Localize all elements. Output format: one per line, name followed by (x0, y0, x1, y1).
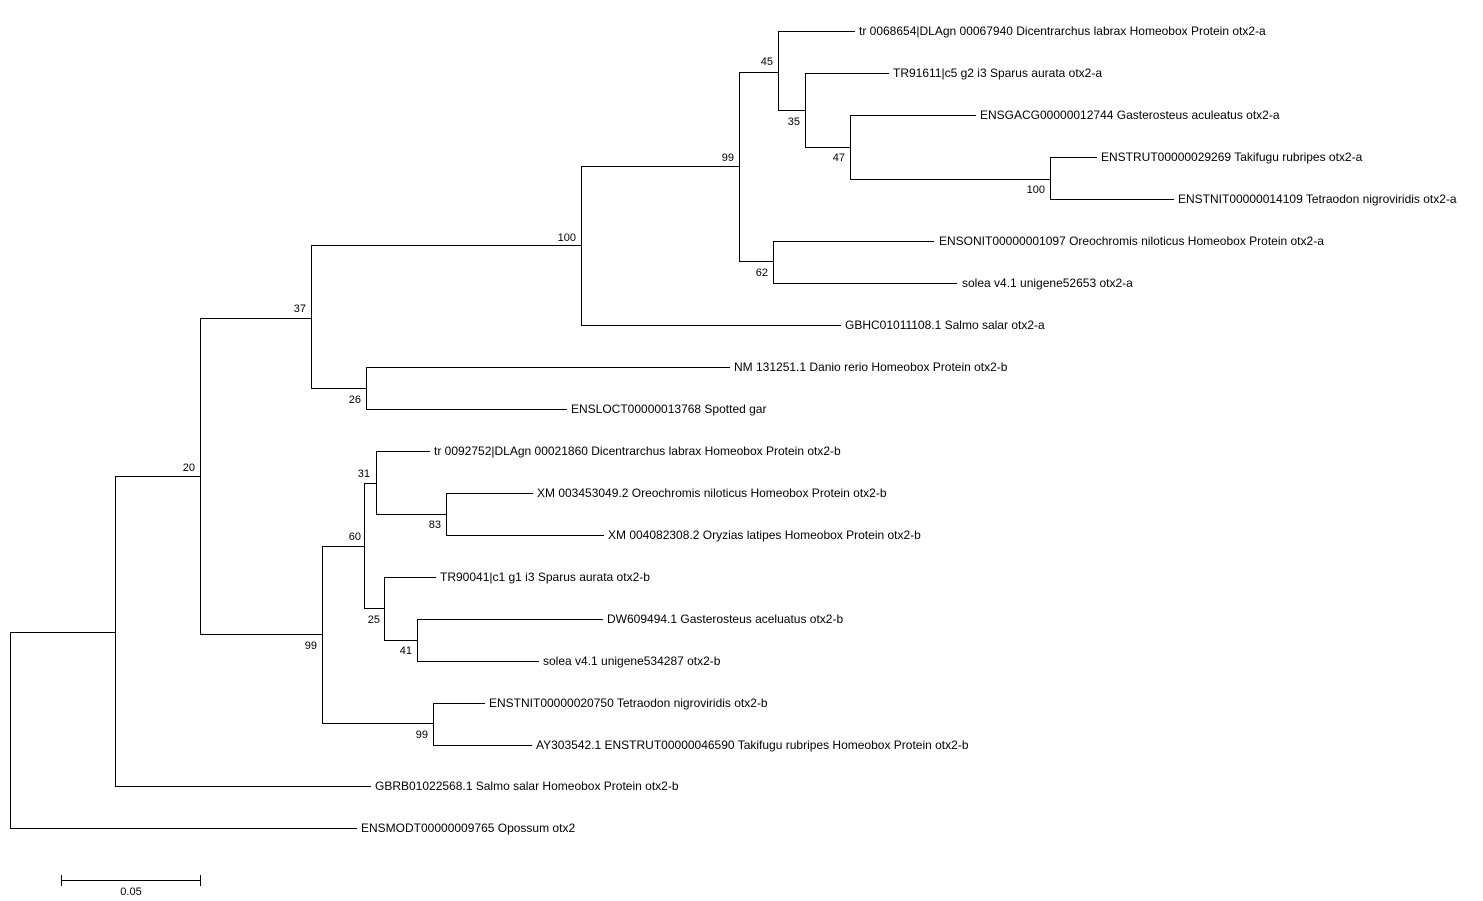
leaf-label-oreochromis-otx2a: ENSONIT00000001097 Oreochromis niloticus… (939, 234, 1324, 248)
support-value-45: 45 (761, 56, 773, 68)
leaf-label-sparus-otx2b: TR90041|c1 g1 i3 Sparus aurata otx2-b (440, 570, 650, 584)
scale-bar-label: 0.05 (120, 886, 141, 898)
support-value-35: 35 (788, 116, 800, 128)
support-value-31: 31 (358, 468, 370, 480)
support-value-37: 37 (294, 303, 306, 315)
leaf-label-salmo-otx2a: GBHC01011108.1 Salmo salar otx2-a (845, 318, 1045, 332)
leaf-label-danio: NM 131251.1 Danio rerio Homeobox Protein… (734, 360, 1008, 374)
support-value-47: 47 (833, 152, 845, 164)
leaf-label-oreochromis-otx2b: XM 003453049.2 Oreochromis niloticus Hom… (537, 486, 887, 500)
support-value-26: 26 (349, 394, 361, 406)
support-value-99-lower: 99 (416, 729, 428, 741)
leaf-label-gasterosteus-otx2b: DW609494.1 Gasterosteus aceluatus otx2-b (607, 612, 843, 626)
support-value-83: 83 (429, 519, 441, 531)
support-value-20: 20 (183, 462, 195, 474)
support-value-62: 62 (756, 267, 768, 279)
leaf-label-spotted-gar: ENSLOCT00000013768 Spotted gar (571, 402, 766, 416)
leaf-label-takifugu-otx2b: AY303542.1 ENSTRUT00000046590 Takifugu r… (536, 738, 969, 752)
support-value-99-upper: 99 (722, 152, 734, 164)
support-value-100-inner: 100 (1027, 184, 1045, 196)
leaf-label-opossum: ENSMODT00000009765 Opossum otx2 (361, 821, 575, 835)
support-value-41: 41 (400, 645, 412, 657)
leaf-label-tetraodon-otx2b: ENSTNIT00000020750 Tetraodon nigroviridi… (489, 696, 768, 710)
leaf-label-dicentrarchus-otx2a: tr 0068654|DLAgn 00067940 Dicentrarchus … (859, 24, 1266, 38)
support-value-100-clade-a: 100 (558, 232, 576, 244)
support-value-99-clade-b: 99 (305, 640, 317, 652)
leaf-label-tetraodon-otx2a: ENSTNIT00000014109 Tetraodon nigroviridi… (1178, 192, 1457, 206)
support-value-60: 60 (349, 531, 361, 543)
leaf-label-oryzias-otx2b: XM 004082308.2 Oryzias latipes Homeobox … (608, 528, 921, 542)
leaf-label-sparus-otx2a: TR91611|c5 g2 i3 Sparus aurata otx2-a (893, 66, 1102, 80)
leaf-label-salmo-otx2b: GBRB01022568.1 Salmo salar Homeobox Prot… (375, 779, 679, 793)
leaf-label-solea-otx2b: solea v4.1 unigene534287 otx2-b (543, 654, 721, 668)
leaf-label-solea-otx2a: solea v4.1 unigene52653 otx2-a (962, 276, 1133, 290)
leaf-label-gasterosteus-otx2a: ENSGACG00000012744 Gasterosteus aculeatu… (980, 108, 1280, 122)
support-value-25: 25 (368, 614, 380, 626)
leaf-label-takifugu-otx2a: ENSTRUT00000029269 Takifugu rubripes otx… (1101, 150, 1363, 164)
leaf-label-dicentrarchus-otx2b: tr 0092752|DLAgn 00021860 Dicentrarchus … (434, 444, 841, 458)
